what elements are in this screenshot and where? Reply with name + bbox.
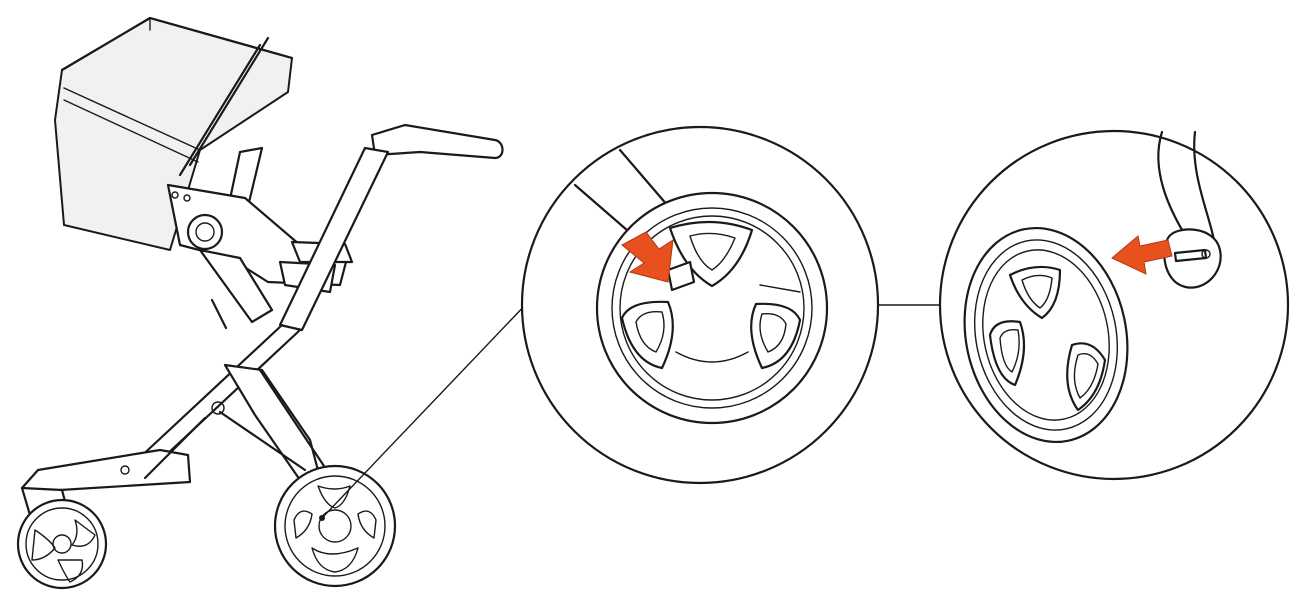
callout-leader-line [321,299,531,519]
orange-arrow-icon [1111,235,1173,275]
detail-circle-1 [520,125,880,485]
front-wheel [16,486,108,590]
stroller-illustration [16,16,531,590]
detail-circle-2 [938,129,1290,481]
handlebar [133,123,504,472]
base-frame [20,363,332,497]
orange-arrow-icon [621,231,674,283]
rear-wheel [273,464,397,588]
